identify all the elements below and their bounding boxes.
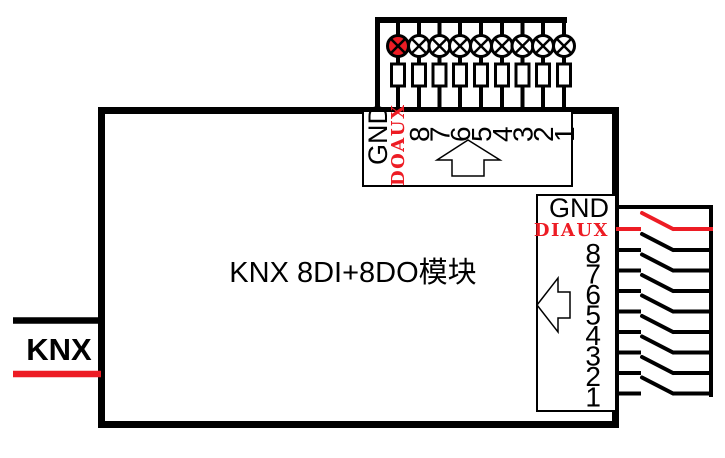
do-terminal-6	[448, 20, 472, 112]
di-switch-7	[616, 252, 713, 273]
di-label-8: 8	[585, 238, 601, 269]
switch-lever-icon	[640, 293, 675, 314]
do-terminal-8	[407, 20, 431, 112]
do-terminal-1	[552, 20, 576, 112]
di-label-6: 6	[585, 279, 601, 310]
do-label-2: 2	[528, 126, 559, 142]
do-label-4: 4	[487, 126, 518, 142]
do-label-7: 7	[425, 126, 456, 142]
up-arrow-icon	[434, 139, 503, 177]
resistor-icon	[473, 62, 489, 88]
di-switch-5	[616, 293, 713, 314]
do-label-gnd: GND	[363, 105, 393, 165]
di-switch-4	[616, 314, 713, 334]
switch-lever-icon	[640, 273, 675, 293]
do-label-5: 5	[466, 126, 497, 142]
switch-lever-icon	[640, 314, 675, 334]
di-label-gnd: GND	[549, 193, 609, 223]
di-label-1: 1	[585, 382, 601, 413]
switch-lever-icon	[640, 334, 675, 355]
do-terminal-7	[427, 20, 452, 112]
do-label-doaux: DOAUX	[388, 104, 409, 186]
resistor-icon	[514, 62, 531, 88]
resistor-icon	[556, 62, 572, 88]
knx-label: KNX	[26, 332, 92, 367]
do-label-6: 6	[445, 126, 476, 142]
di-switch-diaux	[616, 211, 713, 231]
do-terminal-doaux	[386, 20, 410, 112]
di-switch-6	[616, 273, 713, 293]
left-arrow-icon	[536, 275, 571, 335]
knx-bus: KNX	[13, 317, 101, 378]
di-switch-3	[616, 334, 713, 355]
resistor-icon	[390, 62, 406, 88]
do-label-8: 8	[404, 126, 435, 142]
di-label-5: 5	[585, 300, 601, 331]
resistor-icon	[535, 62, 551, 88]
do-label-3: 3	[508, 126, 539, 142]
di-label-2: 2	[585, 361, 601, 392]
right-terminal-block: GND DIAUX 8 7 6 5 4 3 2 1	[534, 193, 713, 413]
resistor-icon	[494, 62, 510, 88]
do-label-1: 1	[549, 126, 580, 142]
di-switch-1	[616, 375, 713, 396]
di-label-diaux: DIAUX	[534, 220, 609, 241]
di-switch-2	[616, 355, 713, 375]
do-terminal-5	[469, 20, 493, 112]
di-label-box	[536, 194, 617, 412]
resistor-icon	[411, 62, 427, 88]
do-terminal-2	[531, 20, 555, 112]
resistor-icon	[431, 62, 448, 88]
di-switch-8	[616, 232, 713, 252]
di-label-7: 7	[585, 259, 601, 290]
switch-lever-icon	[640, 252, 675, 273]
switch-lever-icon	[640, 375, 675, 396]
module-title: KNX 8DI+8DO模块	[229, 256, 476, 289]
switch-lever-icon	[640, 355, 675, 375]
switch-lever-icon	[640, 211, 675, 231]
do-terminal-3	[510, 20, 535, 112]
do-terminal-4	[490, 20, 514, 112]
di-label-3: 3	[585, 341, 601, 372]
switch-lever-icon	[640, 232, 675, 252]
resistor-icon	[452, 62, 468, 88]
top-terminal-block: GND DOAUX 8 7 6 5 4 3 2 1	[362, 17, 580, 187]
di-label-4: 4	[585, 320, 601, 351]
